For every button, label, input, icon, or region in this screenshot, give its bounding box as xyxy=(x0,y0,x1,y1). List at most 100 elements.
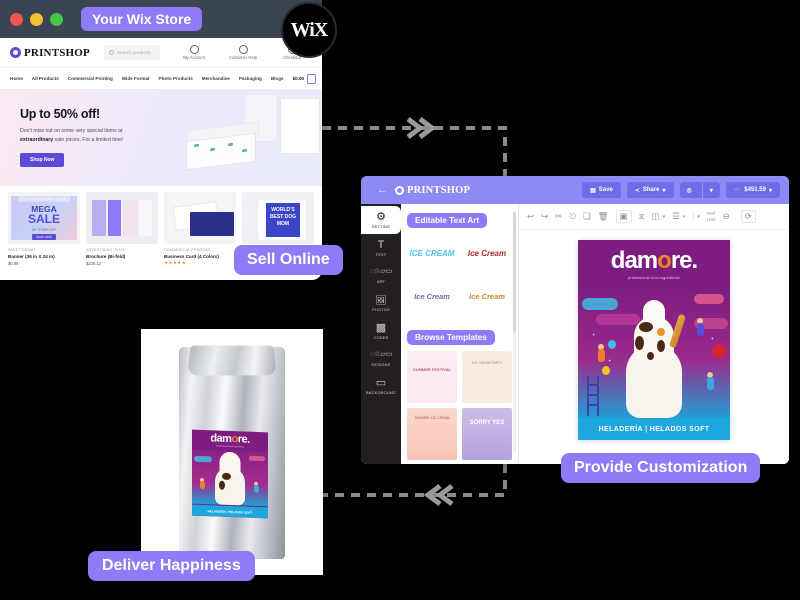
cart-button[interactable]: 🛒 $451.59 ▾ xyxy=(725,182,780,198)
search-input[interactable]: Search products... xyxy=(103,45,160,60)
product-image xyxy=(164,192,236,244)
browse-templates-title: Browse Templates xyxy=(407,330,495,345)
line-label: Line xyxy=(706,216,716,222)
rail-item-designs[interactable]: ◌☆▱▭ DESIGNS xyxy=(361,344,401,372)
rail-label-text: TEXT xyxy=(375,251,387,257)
cloud-decor xyxy=(582,298,618,310)
rail-item-codes[interactable]: ▩ CODES xyxy=(361,317,401,345)
brand-circle-icon xyxy=(10,47,21,58)
header-action-customer-help[interactable]: Customer Help xyxy=(223,45,263,60)
store-navbar: Home All Products Commercial Printing Wi… xyxy=(0,68,322,90)
shop-now-button[interactable]: Shop Now xyxy=(20,153,65,168)
rail-item-background[interactable]: ▭ BACKGROUND xyxy=(361,372,401,400)
scissors-icon[interactable]: ✂ xyxy=(555,211,563,222)
poster-logo: damore. xyxy=(611,248,698,273)
template-thumb[interactable]: ICE CREAM PARTY xyxy=(462,351,512,403)
undo-icon[interactable]: ↩ xyxy=(527,211,535,222)
template-thumb[interactable]: SORRY YES xyxy=(462,408,512,460)
save-button[interactable]: ▤ Save xyxy=(582,182,621,198)
kid-head xyxy=(598,344,604,350)
chevron-down-icon[interactable]: ▾ xyxy=(662,213,666,220)
nav-item-wide-format[interactable]: Wide Format xyxy=(121,76,150,81)
cursor-icon[interactable]: ⎋ xyxy=(569,211,577,222)
search-icon xyxy=(108,50,114,55)
pill-provide-customization: Provide Customization xyxy=(561,453,761,483)
share-button[interactable]: ≺ Share ▾ xyxy=(626,182,674,198)
distribute-icon[interactable]: ☰ xyxy=(672,211,680,222)
header-action-my-account[interactable]: My Account xyxy=(174,45,214,60)
template-thumb[interactable]: SUMMER FESTIVAL xyxy=(407,351,457,403)
product-image: THIS WEEKEND ONLY MEGA SALE UP TO 50% OF… xyxy=(8,192,80,244)
product-card[interactable]: COMMERCIAL PRINTING Business Card (4 Col… xyxy=(164,192,236,266)
mask-icon[interactable]: ⧖ xyxy=(638,211,645,222)
poster-design[interactable]: damore. professional food ingredients ✦ … xyxy=(578,240,730,440)
chevron-down-icon[interactable]: ▾ xyxy=(697,213,700,220)
kid-character xyxy=(254,481,259,494)
bag-logo-b: re. xyxy=(237,433,250,446)
nav-item-packaging[interactable]: Packaging xyxy=(238,76,262,81)
poster-header: damore. professional food ingredients xyxy=(578,240,730,288)
panel-scrollbar[interactable] xyxy=(513,212,516,452)
nav-item-merchandise[interactable]: Merchandise xyxy=(201,76,230,81)
chocolate-drip xyxy=(639,322,653,332)
back-arrow-glyph[interactable]: ← xyxy=(377,184,388,196)
save-label: Save xyxy=(598,187,613,193)
flip-icon[interactable]: ⫶ xyxy=(692,211,695,222)
nav-item-commercial-printing[interactable]: Commercial Printing xyxy=(67,76,113,81)
maximize-dot[interactable] xyxy=(50,12,63,26)
canvas-viewport[interactable]: damore. professional food ingredients ✦ … xyxy=(519,230,789,464)
store-titlebar: Your Wix Store xyxy=(0,0,322,38)
minimize-dot[interactable] xyxy=(30,12,43,26)
trash-icon[interactable]: 🗑 xyxy=(597,211,609,222)
ladder-decor xyxy=(587,376,600,416)
product-card[interactable]: THIS WEEKEND ONLY MEGA SALE UP TO 50% OF… xyxy=(8,192,80,266)
close-dot[interactable] xyxy=(10,12,23,26)
kid-head xyxy=(707,372,713,378)
product-card[interactable]: WORLD'S BEST DOG MOM xyxy=(242,192,314,266)
preview-button[interactable]: ◎ ▾ xyxy=(679,182,720,198)
chocolate-drip xyxy=(657,328,665,336)
zoom-out-icon[interactable]: ⊖ xyxy=(722,211,730,222)
designs-icon: ◌☆▱▭ xyxy=(369,351,393,359)
history-icon[interactable]: ⟳ xyxy=(740,210,756,223)
template-thumb[interactable]: SUMMER ICE CREAM xyxy=(407,408,457,460)
hero-body-2: sale prices. For a limited time! xyxy=(53,137,124,144)
text-art-thumb[interactable]: ICE CREAM xyxy=(407,234,457,272)
text-art-thumb[interactable]: Ice Cream xyxy=(407,277,457,315)
pill-deliver-happiness: Deliver Happiness xyxy=(88,551,255,581)
product-card[interactable]: ADVERTISING, SHOP Brochure (Bi-fold) $23… xyxy=(86,192,158,266)
rail-label-codes: CODES xyxy=(373,334,389,340)
rail-label-photos: PHOTOS xyxy=(372,307,390,313)
leaf-decor xyxy=(228,143,233,146)
nav-item-blogs[interactable]: Blogs xyxy=(270,76,284,81)
nav-item-home[interactable]: Home xyxy=(10,76,23,81)
copy-icon[interactable]: ❏ xyxy=(583,211,591,222)
hero-copy: Up to 50% off! Don't miss out on some ve… xyxy=(20,107,170,168)
product-category: COMMERCIAL PRINTING xyxy=(164,248,211,252)
cart-icon: 🛒 xyxy=(733,187,742,194)
chevron-down-icon[interactable]: ▾ xyxy=(682,213,686,220)
rail-item-art[interactable]: ◌☆▱▭ ART xyxy=(361,261,401,289)
rail-label-art: ART xyxy=(376,279,386,285)
cloud-decor xyxy=(694,294,724,304)
panel-scrollbar-thumb[interactable] xyxy=(513,212,516,332)
kid-character xyxy=(598,344,605,362)
banner-line3: SALE xyxy=(27,211,60,226)
redo-icon[interactable]: ↪ xyxy=(541,211,549,222)
align-icon[interactable]: ◫ xyxy=(651,211,660,222)
text-art-thumb[interactable]: Ice Cream xyxy=(462,277,512,315)
product-grid: THIS WEEKEND ONLY MEGA SALE UP TO 50% OF… xyxy=(0,186,322,266)
text-art-thumb[interactable]: Ice Cream xyxy=(462,234,512,272)
nav-item-photo-products[interactable]: Photo Products xyxy=(158,76,193,81)
image-icon[interactable]: ▣ xyxy=(615,210,632,223)
editor-brand: PRINTSHOP xyxy=(395,185,470,196)
rail-item-photos[interactable]: 🖼 PHOTOS xyxy=(361,289,401,317)
nav-item-all-products[interactable]: All Products xyxy=(31,76,59,81)
store-brand[interactable]: PRINTSHOP xyxy=(10,47,90,59)
bag-label-header: damore. professional food ingredients xyxy=(192,430,268,453)
rail-item-text[interactable]: T TEXT xyxy=(361,234,401,262)
design-editor-window: back-arrow-icon ← PRINTSHOP ▤ Save ≺ Sha… xyxy=(361,176,789,464)
cart-area[interactable]: $0.00 xyxy=(293,73,317,84)
store-header: PRINTSHOP Search products... My Account … xyxy=(0,38,322,68)
rail-item-setting[interactable]: ⚙ SETTING xyxy=(361,206,401,234)
